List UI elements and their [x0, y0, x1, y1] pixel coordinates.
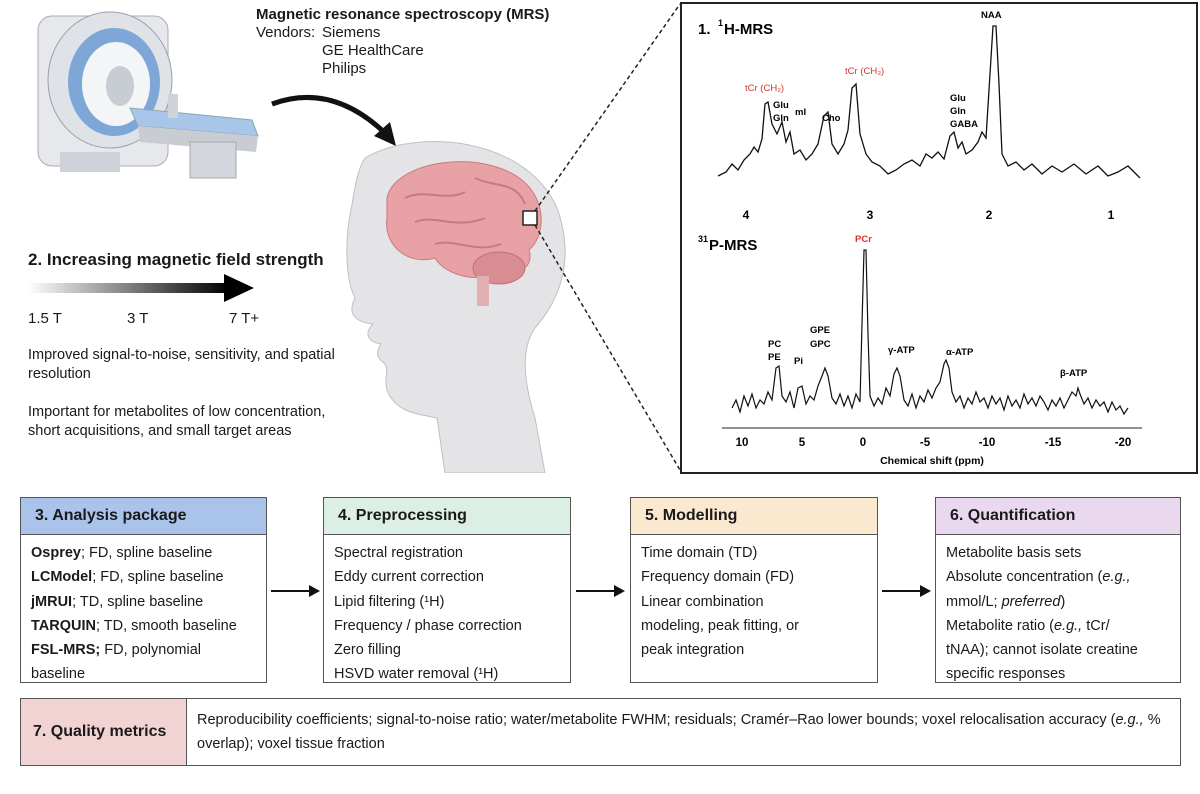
peak-label-cho: Cho	[822, 113, 841, 124]
p-tick-label: 5	[799, 437, 806, 449]
analysis-item: FSL-MRS; FD, polynomial	[31, 642, 201, 659]
modelling-item: Time domain (TD)	[641, 545, 758, 561]
h-tick-label: 1	[1108, 208, 1115, 222]
p-tick-label: -10	[979, 437, 996, 449]
spectra-svg: 1. 1 H-MRS tCr (CH₂) Glu Gln mI Cho tCr …	[698, 10, 1142, 467]
vendor-item: GE HealthCare	[322, 42, 424, 59]
peak-label-beta-atp: β-ATP	[1060, 368, 1088, 379]
modelling-title: 5. Modelling	[631, 498, 877, 535]
quantification-item: mmol/L; preferred)	[946, 593, 1066, 610]
quantification-item: Metabolite basis sets	[946, 545, 1082, 561]
p-tick-label: 10	[736, 437, 749, 449]
peak-label-glu: Glu	[773, 100, 789, 111]
peak-label-alpha-atp: α-ATP	[946, 347, 974, 358]
preprocessing-title: 4. Preprocessing	[324, 498, 570, 535]
preprocessing-item: Eddy current correction	[334, 569, 484, 586]
field-note-2: Important for metabolites of low concent…	[28, 404, 326, 439]
peak-label-pe: PE	[768, 352, 781, 363]
p-mrs-title-sup: 31	[698, 234, 708, 244]
quantification-box: 6. Quantification Metabolite basis sets …	[935, 497, 1181, 683]
peak-label-gpc: GPC	[810, 339, 831, 350]
p-tick-label: -15	[1045, 437, 1062, 449]
analysis-item: jMRUI; TD, spline baseline	[31, 593, 204, 610]
modelling-box: 5. Modelling Time domain (TD) Frequency …	[630, 497, 878, 683]
mrs-title: Magnetic resonance spectroscopy (MRS)	[256, 6, 550, 23]
field-level: 3 T	[127, 310, 149, 327]
modelling-item: modeling, peak fitting, or	[641, 617, 799, 634]
p-tick-label: -5	[920, 437, 931, 449]
mri-scanner-illustration	[37, 11, 259, 179]
p-mrs-spectrum-line	[731, 249, 1129, 416]
modelling-item: peak integration	[641, 642, 745, 659]
field-strength-title: 2. Increasing magnetic field strength	[28, 250, 324, 269]
quantification-item: tNAA); cannot isolate creatine	[946, 642, 1138, 659]
peak-label-gaba: GABA	[950, 119, 978, 130]
modelling-item: Linear combination	[641, 593, 764, 610]
peak-label-gln2: Gln	[950, 106, 966, 117]
peak-label-gln: Gln	[773, 113, 789, 124]
p-tick-label: 0	[860, 437, 866, 449]
preprocessing-box: 4. Preprocessing Spectral registration E…	[323, 497, 571, 683]
vendors-list: Vendors: Siemens GE HealthCare Philips	[256, 24, 424, 78]
analysis-item: TARQUIN; TD, smooth baseline	[31, 617, 237, 634]
h-mrs-title-num: 1.	[698, 21, 711, 38]
analysis-item: Osprey; FD, spline baseline	[31, 545, 213, 561]
preprocessing-item: Frequency / phase correction	[334, 617, 522, 634]
p-tick-label: -20	[1115, 437, 1132, 449]
peak-label-tcr-ch3: tCr (CH₃)	[845, 66, 884, 77]
analysis-package-box: 3. Analysis package Osprey; FD, spline b…	[20, 497, 267, 683]
quality-metrics-box: 7. Quality metrics Reproducibility coeff…	[20, 698, 1181, 766]
h-tick-label: 2	[986, 208, 993, 222]
analysis-item: LCModel; FD, spline baseline	[31, 569, 224, 586]
preprocessing-item: Spectral registration	[334, 545, 463, 561]
p-axis-label: Chemical shift (ppm)	[880, 455, 984, 467]
peak-label-pi: Pi	[794, 356, 803, 367]
field-level: 1.5 T	[28, 310, 62, 327]
peak-label-naa: NAA	[981, 10, 1002, 21]
preprocessing-item: HSVD water removal (¹H)	[334, 666, 499, 683]
analysis-package-title: 3. Analysis package	[21, 498, 266, 535]
h-mrs-spectrum-line	[717, 25, 1141, 179]
modelling-item: Frequency domain (FD)	[641, 569, 795, 586]
analysis-item-wrap: baseline	[31, 666, 86, 683]
peak-label-gamma-atp: γ-ATP	[888, 345, 915, 356]
peak-label-gpe: GPE	[810, 325, 830, 336]
preprocessing-item: Lipid filtering (¹H)	[334, 593, 445, 610]
h-tick-label: 4	[743, 208, 750, 222]
arrow-right-icon	[271, 585, 320, 597]
vendor-item: Philips	[322, 60, 367, 77]
peak-label-pcr: PCr	[855, 234, 872, 245]
field-level: 7 T+	[229, 310, 260, 327]
h-tick-label: 3	[867, 208, 874, 222]
vendors-label: Vendors:	[256, 24, 316, 41]
quantification-item: Absolute concentration (e.g.,	[946, 569, 1131, 586]
peak-label-tcr-ch2: tCr (CH₂)	[745, 83, 784, 94]
p-mrs-title: P-MRS	[709, 237, 757, 254]
arrow-right-icon	[882, 585, 931, 597]
field-note-1: Improved signal-to-noise, sensitivity, a…	[28, 347, 335, 382]
peak-label-mi: mI	[795, 107, 806, 118]
head-brain-illustration	[346, 141, 566, 473]
h-mrs-title-sup: 1	[718, 18, 723, 28]
spectra-panel: 1. 1 H-MRS tCr (CH₂) Glu Gln mI Cho tCr …	[680, 2, 1198, 474]
h-mrs-title: H-MRS	[724, 21, 773, 38]
quantification-item: Metabolite ratio (e.g., tCr/	[946, 617, 1110, 634]
peak-label-pc: PC	[768, 339, 781, 350]
quantification-title: 6. Quantification	[936, 498, 1180, 535]
quality-metrics-text: Reproducibility coefficients; signal-to-…	[197, 712, 1161, 752]
gradient-arrow-icon	[28, 274, 254, 302]
vendor-item: Siemens	[322, 24, 381, 41]
arrow-right-icon	[576, 585, 625, 597]
quality-metrics-title: 7. Quality metrics	[21, 699, 187, 765]
peak-label-glu2: Glu	[950, 93, 966, 104]
quantification-item: specific responses	[946, 666, 1066, 683]
preprocessing-item: Zero filling	[334, 642, 401, 659]
curved-arrow-icon	[271, 95, 396, 146]
